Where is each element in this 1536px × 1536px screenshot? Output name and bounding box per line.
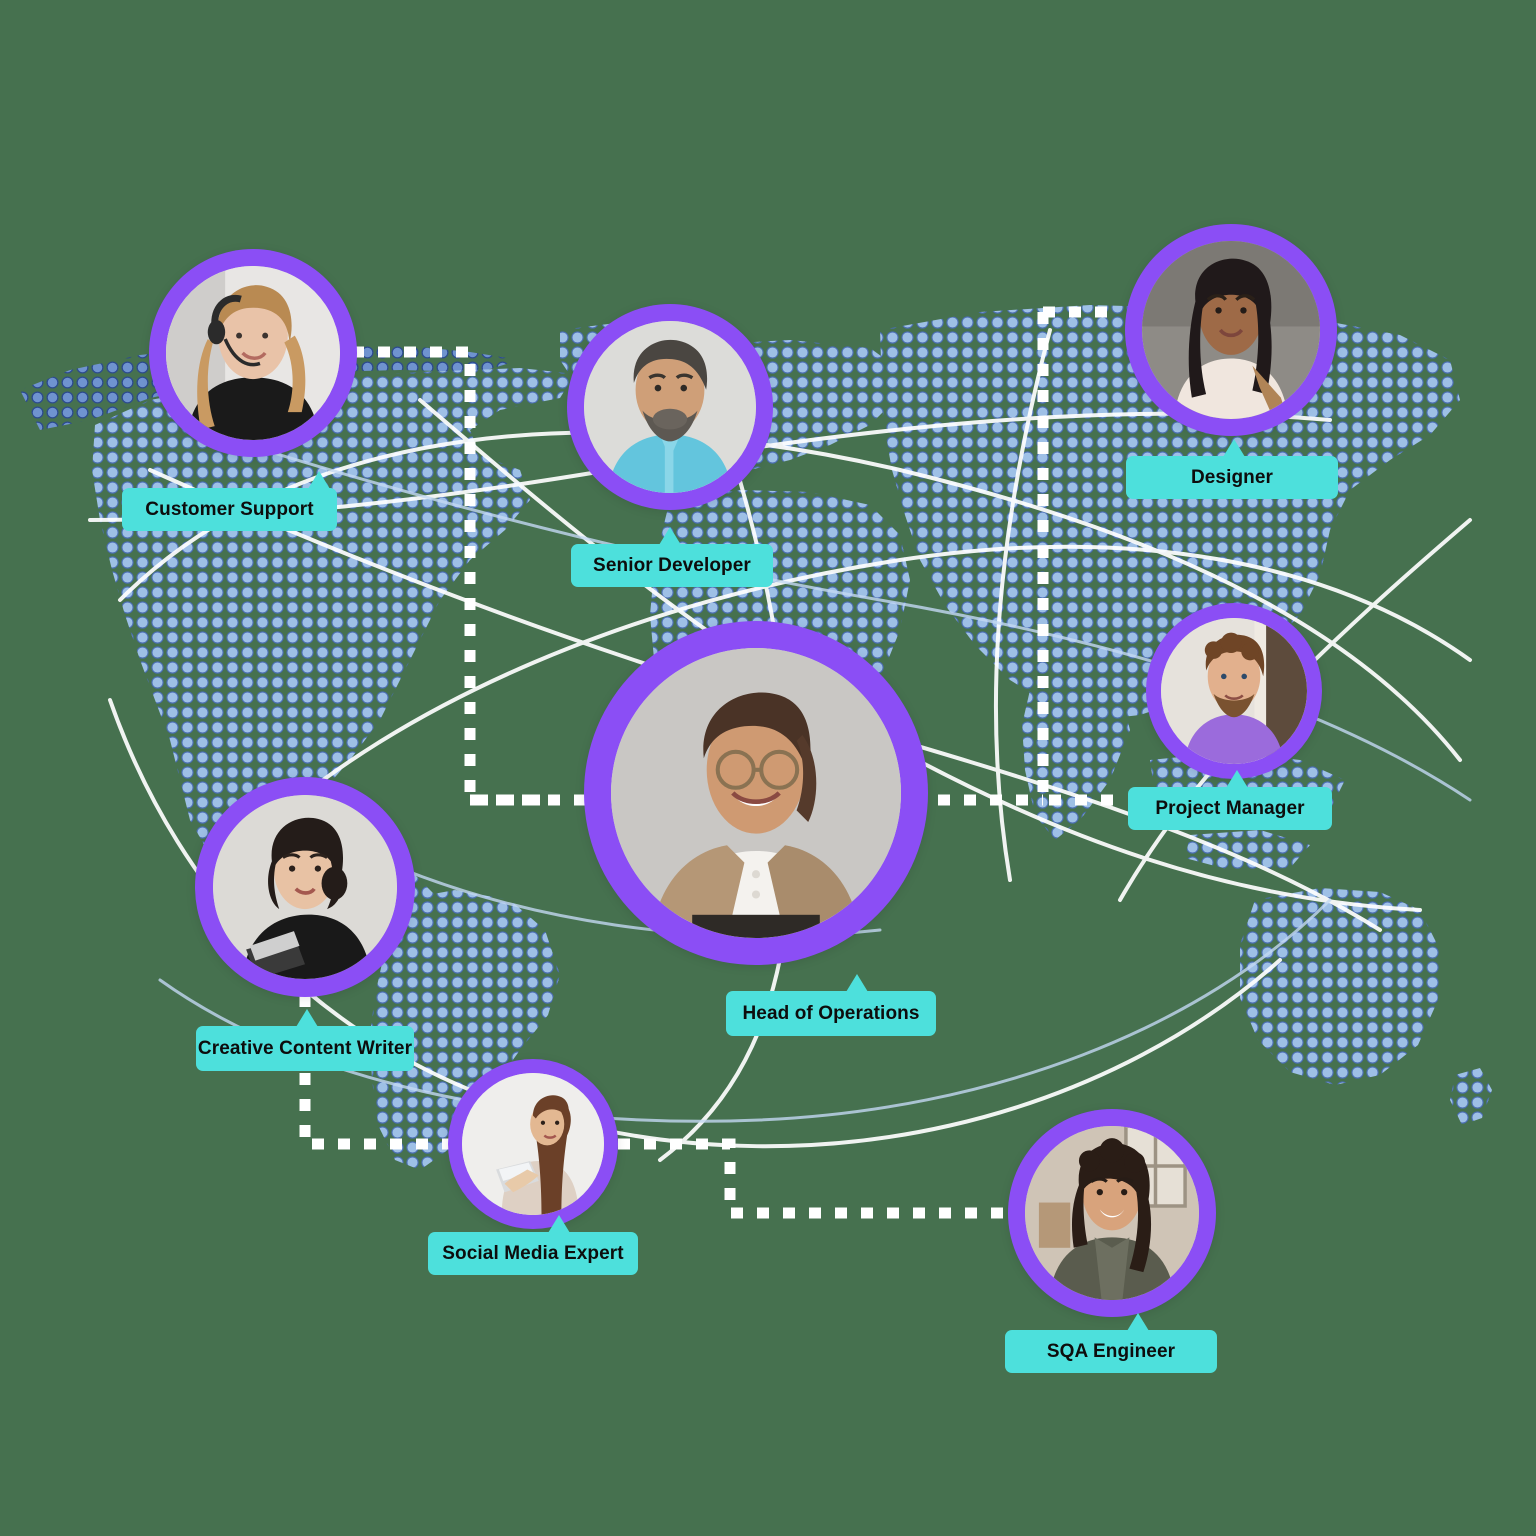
- label-tail: [1223, 439, 1245, 457]
- avatar-head-of-operations[interactable]: [611, 648, 901, 938]
- role-text: Designer: [1190, 466, 1274, 488]
- role-text: SQA Engineer: [1046, 1340, 1176, 1362]
- portrait-illustration: [1161, 618, 1307, 764]
- label-tail: [846, 974, 868, 992]
- role-text: Creative Content Writer: [197, 1037, 413, 1059]
- portrait-illustration: [213, 795, 397, 979]
- avatar-sqa-engineer[interactable]: [1025, 1126, 1199, 1300]
- role-text: Head of Operations: [742, 1002, 920, 1024]
- portrait-illustration: [1025, 1126, 1199, 1300]
- connector-social-sqa: [618, 1138, 1005, 1219]
- label-tail: [308, 471, 330, 489]
- role-label-project-manager[interactable]: Project Manager: [1128, 770, 1332, 830]
- portrait-illustration: [584, 321, 756, 493]
- avatar-senior-developer[interactable]: [584, 321, 756, 493]
- connector-designer-project-manager: [1037, 312, 1115, 806]
- portrait-illustration: [1142, 241, 1320, 419]
- avatar-project-manager[interactable]: [1161, 618, 1307, 764]
- role-label-senior-developer[interactable]: Senior Developer: [571, 527, 773, 587]
- role-label-designer[interactable]: Designer: [1126, 439, 1338, 499]
- role-text: Customer Support: [145, 498, 314, 520]
- label-tail: [659, 527, 681, 545]
- role-label-sqa-engineer[interactable]: SQA Engineer: [1005, 1313, 1217, 1373]
- avatar-social-media-expert[interactable]: [462, 1073, 604, 1215]
- role-label-customer-support[interactable]: Customer Support: [122, 471, 337, 531]
- label-tail: [548, 1215, 570, 1233]
- role-label-head-of-operations[interactable]: Head of Operations: [726, 974, 936, 1036]
- avatar-designer[interactable]: [1142, 241, 1320, 419]
- label-tail: [1127, 1313, 1149, 1331]
- avatar-customer-support[interactable]: [166, 266, 340, 440]
- portrait-illustration: [462, 1073, 604, 1215]
- label-tail: [296, 1009, 318, 1027]
- role-label-social-media-expert[interactable]: Social Media Expert: [428, 1215, 638, 1275]
- connector-support-developer: [352, 346, 560, 806]
- label-tail: [1226, 770, 1248, 788]
- role-text: Social Media Expert: [442, 1242, 624, 1264]
- role-text: Project Manager: [1155, 797, 1305, 819]
- avatar-creative-content-writer[interactable]: [213, 795, 397, 979]
- role-text: Senior Developer: [593, 554, 751, 576]
- portrait-illustration: [166, 266, 340, 440]
- role-label-creative-content-writer[interactable]: Creative Content Writer: [196, 1009, 414, 1071]
- portrait-illustration: [611, 648, 901, 938]
